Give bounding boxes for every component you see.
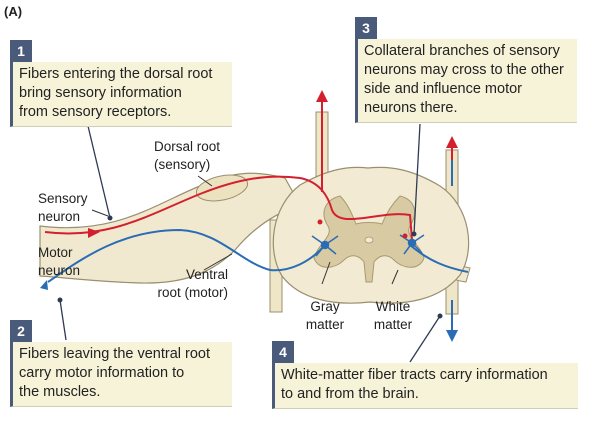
pointer-sensory-neuron	[92, 210, 108, 216]
callout-2-line: the muscles.	[19, 383, 226, 402]
leader-callout-1	[88, 126, 110, 218]
callout-3-number: 3	[355, 17, 377, 39]
callout-1-line: bring sensory information	[19, 84, 226, 103]
label-line: matter	[302, 316, 348, 334]
callout-2-line: Fibers leaving the ventral root	[19, 345, 226, 364]
label-line: Gray	[302, 298, 348, 316]
label-sensory-neuron: Sensory neuron	[38, 190, 88, 226]
callout-2-line: carry motor information to	[19, 364, 226, 383]
callout-1-line: Fibers entering the dorsal root	[19, 65, 226, 84]
label-line: Motor	[38, 244, 80, 262]
callout-2: Fibers leaving the ventral root carry mo…	[10, 342, 232, 407]
label-line: (sensory)	[154, 156, 220, 174]
label-line: matter	[368, 316, 418, 334]
callout-1-line: from sensory receptors.	[19, 103, 226, 122]
label-gray-matter: Gray matter	[302, 298, 348, 334]
right-tract-up-arrow	[446, 136, 458, 148]
label-ventral-root: Ventral root (motor)	[154, 266, 228, 302]
motor-exit-arrow	[40, 280, 48, 290]
label-line: Dorsal root	[154, 138, 220, 156]
callout-4-line: to and from the brain.	[281, 385, 572, 404]
sensory-terminal-left	[318, 220, 323, 225]
sensory-ascending-arrow	[316, 90, 328, 102]
leader-dot-3	[412, 232, 417, 237]
label-line: neuron	[38, 208, 88, 226]
label-dorsal-root: Dorsal root (sensory)	[154, 138, 220, 174]
label-line: White	[368, 298, 418, 316]
sensory-terminal-right	[403, 234, 408, 239]
callout-1-number: 1	[10, 40, 32, 62]
leader-dot-2	[58, 298, 63, 303]
label-line: root (motor)	[154, 284, 228, 302]
callout-3-line: neurons there.	[364, 99, 571, 118]
callout-3: Collateral branches of sensory neurons m…	[355, 39, 577, 123]
callout-4-number: 4	[272, 341, 294, 363]
callout-4-line: White-matter fiber tracts carry informat…	[281, 366, 572, 385]
central-canal	[365, 237, 373, 243]
callout-2-number: 2	[10, 320, 32, 342]
right-tract-down-arrow	[446, 330, 458, 342]
callout-3-line: side and influence motor	[364, 80, 571, 99]
callout-3-line: Collateral branches of sensory	[364, 42, 571, 61]
leader-dot-4	[438, 314, 443, 319]
callout-1: Fibers entering the dorsal root bring se…	[10, 62, 232, 127]
label-white-matter: White matter	[368, 298, 418, 334]
callout-4: White-matter fiber tracts carry informat…	[272, 363, 578, 409]
callout-3-line: neurons may cross to the other	[364, 61, 571, 80]
label-line: Ventral	[154, 266, 228, 284]
label-line: Sensory	[38, 190, 88, 208]
label-line: neuron	[38, 262, 80, 280]
leader-callout-2	[60, 300, 66, 340]
leader-dot-1	[108, 216, 113, 221]
label-motor-neuron: Motor neuron	[38, 244, 80, 280]
